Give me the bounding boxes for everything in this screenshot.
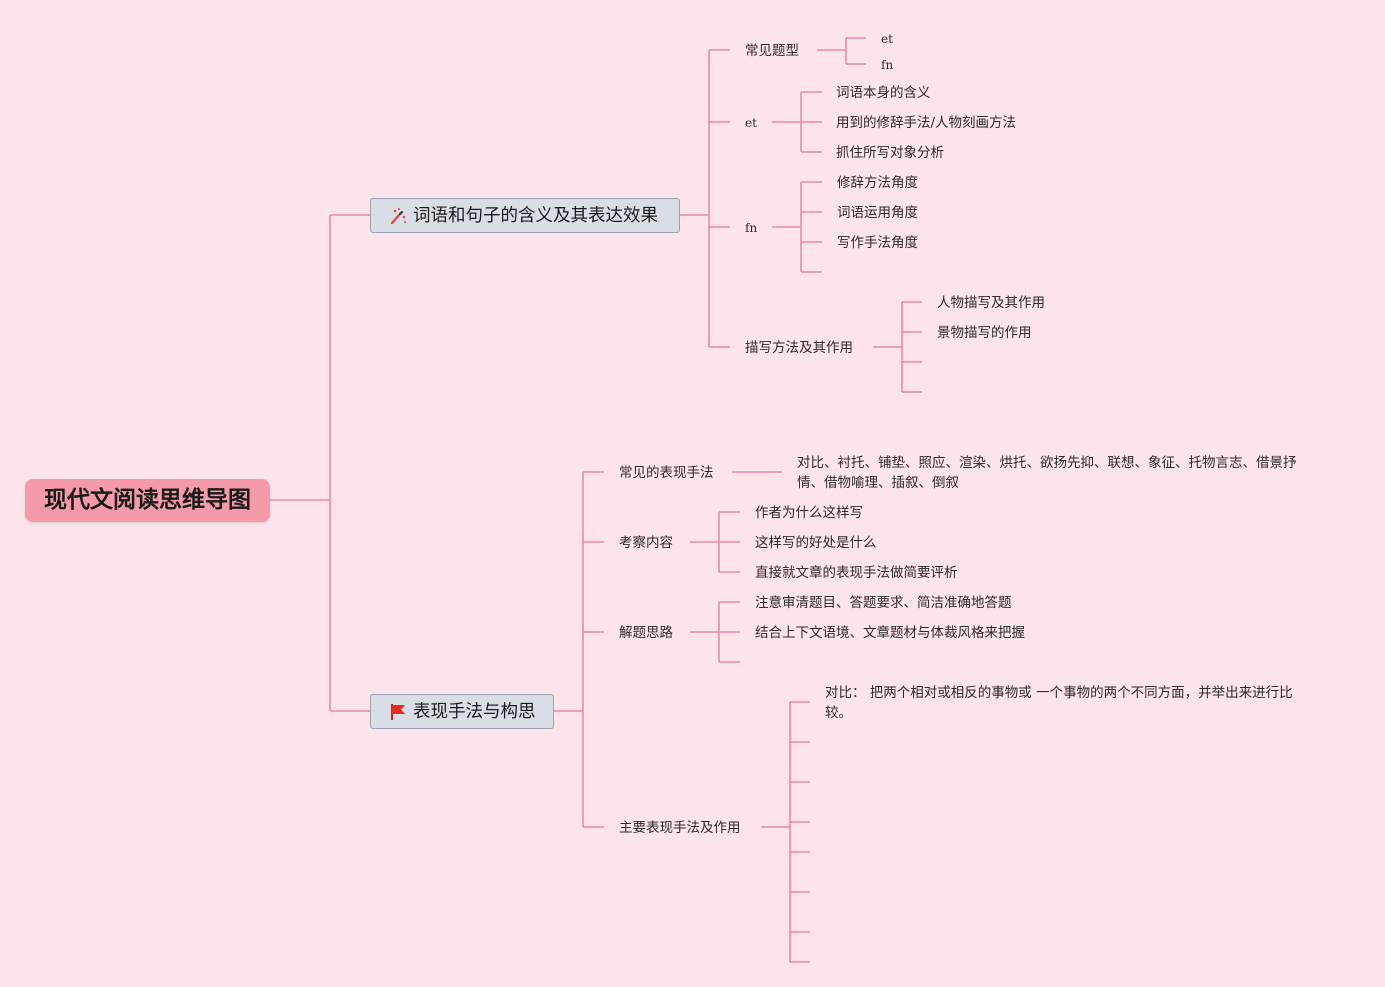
subtopic-solving-approach[interactable]: 解题思路 xyxy=(619,625,673,641)
leaf-technique-list[interactable]: 对比、衬托、铺垫、照应、渲染、烘托、欲扬先抑、联想、象征、托物言志、借景抒情、借… xyxy=(797,455,1297,491)
leaf-scenery-description[interactable]: 景物描写的作用 xyxy=(937,325,1032,341)
leaf-fn[interactable]: fn xyxy=(881,58,894,72)
subtopic-exam-content[interactable]: 考察内容 xyxy=(619,535,673,551)
leaf-object-analysis[interactable]: 抓住所写对象分析 xyxy=(836,145,944,161)
subtopic-main-techniques[interactable]: 主要表现手法及作用 xyxy=(619,820,741,836)
leaf-character-description[interactable]: 人物描写及其作用 xyxy=(937,295,1045,311)
branch-techniques-conception[interactable]: 表现手法与构思 xyxy=(370,694,554,729)
leaf-word-usage-angle[interactable]: 词语运用角度 xyxy=(837,205,918,221)
root-topic[interactable]: 现代文阅读思维导图 xyxy=(25,479,270,522)
magic-wand-icon xyxy=(389,207,407,225)
leaf-why-write-so[interactable]: 作者为什么这样写 xyxy=(755,505,863,521)
leaf-brief-evaluation[interactable]: 直接就文章的表现手法做简要评析 xyxy=(755,565,958,581)
branch-label: 表现手法与构思 xyxy=(413,702,536,722)
subtopic-common-techniques[interactable]: 常见的表现手法 xyxy=(619,465,714,481)
branch-label: 词语和句子的含义及其表达效果 xyxy=(413,206,658,226)
subtopic-et[interactable]: et xyxy=(745,116,757,130)
leaf-word-meaning[interactable]: 词语本身的含义 xyxy=(836,85,931,101)
red-flag-icon xyxy=(389,703,407,721)
subtopic-description-methods[interactable]: 描写方法及其作用 xyxy=(745,340,853,356)
subtopic-common-question-types[interactable]: 常见题型 xyxy=(745,43,799,59)
leaf-benefit[interactable]: 这样写的好处是什么 xyxy=(755,535,877,551)
leaf-et[interactable]: et xyxy=(881,32,893,46)
leaf-rhetoric-method[interactable]: 用到的修辞手法/人物刻画方法 xyxy=(836,115,1017,131)
leaf-contrast[interactable]: 对比： 把两个相对或相反的事物或 一个事物的两个不同方面，并举出来进行比较。 xyxy=(825,685,1293,721)
leaf-rhetoric-angle[interactable]: 修辞方法角度 xyxy=(837,175,918,191)
leaf-writing-technique-angle[interactable]: 写作手法角度 xyxy=(837,235,918,251)
branch-word-sentence-meaning[interactable]: 词语和句子的含义及其表达效果 xyxy=(370,198,680,233)
leaf-read-question[interactable]: 注意审清题目、答题要求、简洁准确地答题 xyxy=(755,595,1012,611)
subtopic-fn[interactable]: fn xyxy=(745,221,758,235)
leaf-context-grasp[interactable]: 结合上下文语境、文章题材与体裁风格来把握 xyxy=(755,625,1025,641)
